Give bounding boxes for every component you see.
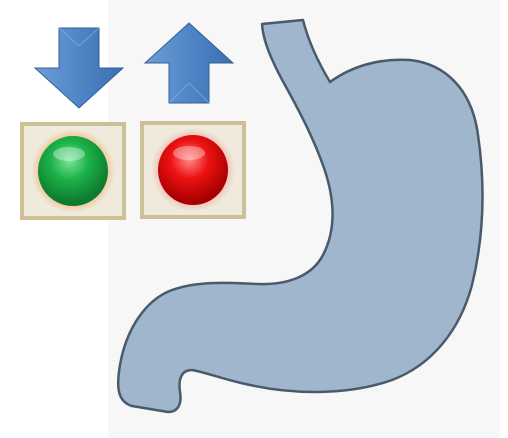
red-button[interactable] [140,121,246,219]
green-button-icon [24,126,122,216]
up-arrow-icon[interactable] [143,21,235,105]
green-button[interactable] [20,122,126,220]
red-button-icon [144,125,242,215]
down-arrow-icon[interactable] [33,26,125,110]
